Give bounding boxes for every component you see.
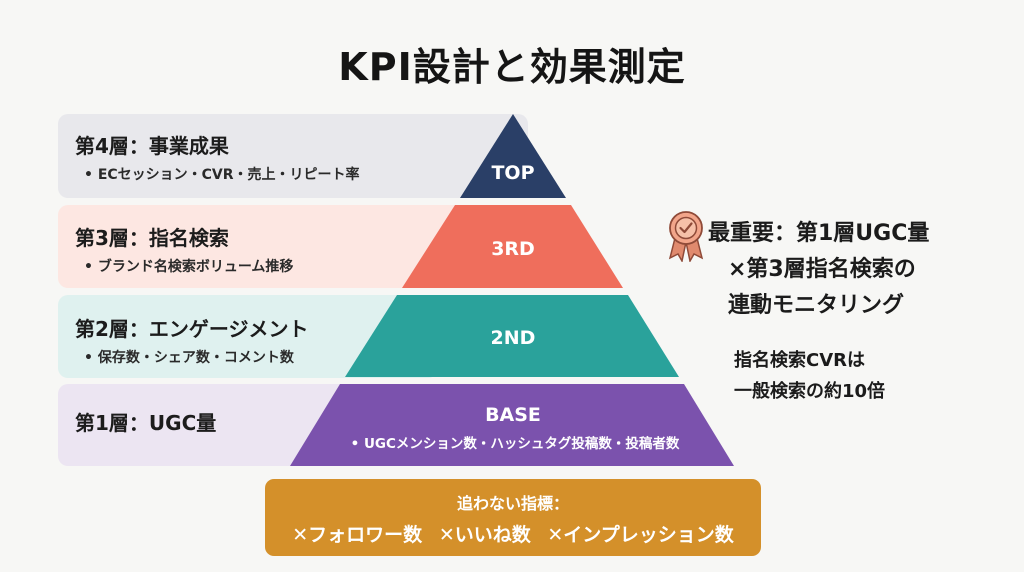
layer-2-label: 第2層：エンゲージメント (75, 317, 309, 341)
tier-base-label: BASE (485, 404, 541, 426)
tier-top-shape (460, 114, 566, 198)
tier-2nd-label: 2ND (490, 327, 536, 349)
tier-top-label: TOP (491, 162, 535, 184)
excluded-item-followers: ✕フォロワー数 (292, 524, 423, 546)
callout-line-1: 最重要：第1層UGC量 (708, 221, 930, 246)
note-line-2: 一般検索の約10倍 (734, 381, 886, 402)
excluded-item-likes: ✕いいね数 (438, 524, 531, 546)
cvr-note: 指名検索CVRは 一般検索の約10倍 (734, 345, 964, 407)
tier-base-shape (290, 384, 734, 466)
callout-line-3: 連動モニタリング (728, 293, 905, 318)
excluded-title: 追わない指標： (456, 494, 569, 513)
excluded-metrics-box: 追わない指標： ✕フォロワー数 ✕いいね数 ✕インプレッション数 (265, 479, 761, 556)
note-line-1: 指名検索CVRは (734, 350, 866, 371)
tier-3rd-label: 3RD (491, 238, 535, 260)
layer-4-detail: • ECセッション・CVR・売上・リピート率 (84, 167, 360, 183)
layer-band-3 (58, 205, 478, 288)
layer-band-4 (58, 114, 528, 198)
key-monitoring-callout: 最重要：第1層UGC量 ×第3層指名検索の 連動モニタリング (708, 216, 978, 324)
layer-1-label: 第1層：UGC量 (75, 411, 217, 435)
layer-2-detail: • 保存数・シェア数・コメント数 (84, 350, 294, 366)
tier-2nd-shape (345, 295, 679, 377)
award-ribbon-icon (668, 211, 704, 262)
excluded-item-impressions: ✕インプレッション数 (547, 524, 734, 546)
layer-1-detail: • UGCメンション数・ハッシュタグ投稿数・投稿者数 (350, 436, 680, 452)
tier-3rd-shape (402, 205, 623, 288)
layer-3-label: 第3層：指名検索 (75, 226, 229, 250)
callout-line-2: ×第3層指名検索の (728, 257, 916, 282)
page-title: KPI設計と効果測定 (338, 45, 686, 89)
layer-3-detail: • ブランド名検索ボリューム推移 (84, 259, 294, 275)
layer-4-label: 第4層：事業成果 (75, 134, 229, 158)
